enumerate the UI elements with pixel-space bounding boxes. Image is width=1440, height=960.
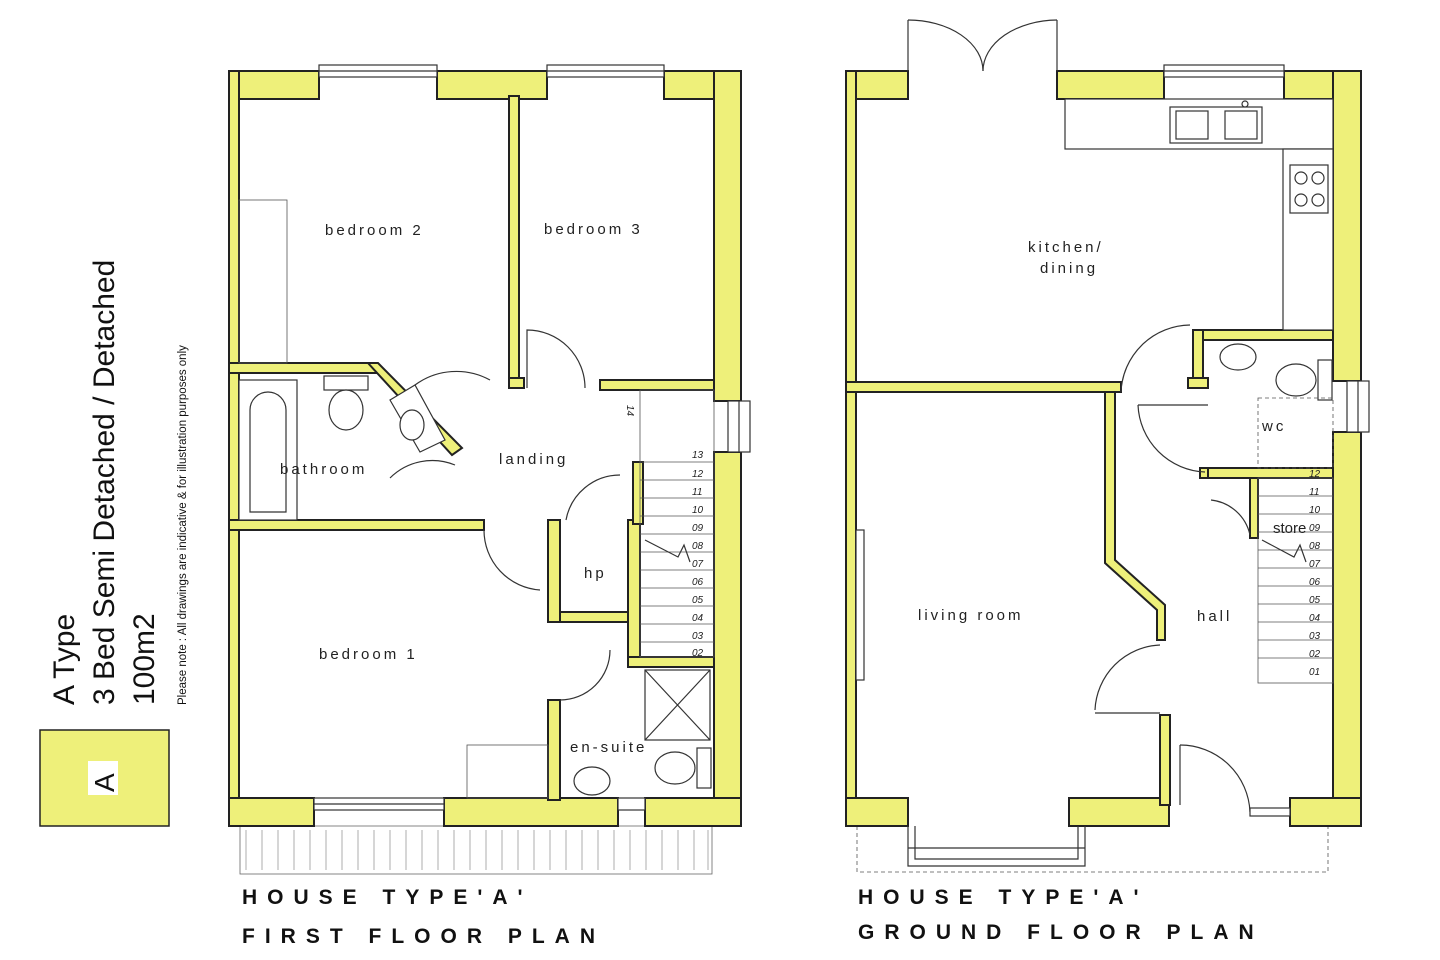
gf-kitchen-units (1064, 98, 1334, 331)
ff-balcony (239, 825, 713, 875)
ff-stair-number: 11 (692, 487, 702, 498)
label-landing: landing (499, 451, 568, 468)
label-bathroom: bathroom (280, 461, 367, 478)
ff-room-labels: bedroom 2 bedroom 3 bathroom landing hp … (280, 221, 647, 756)
label-wc: wc (1261, 418, 1286, 435)
gf-bay-window (907, 826, 1086, 867)
ff-stair-number: 02 (692, 648, 704, 659)
ff-stair-number: 09 (692, 523, 704, 534)
ff-stair-number: 07 (692, 559, 704, 570)
disclaimer-note: Please note : All drawings are indicativ… (177, 345, 189, 705)
gf-internal-walls (845, 329, 1334, 641)
ff-stair-number: 12 (692, 469, 704, 480)
label-bedroom-3: bedroom 3 (544, 221, 643, 238)
house-type-description: 3 Bed Semi Detached / Detached (88, 260, 121, 705)
gf-porch-outline (856, 826, 1329, 873)
ff-wardrobe-bedroom2 (238, 199, 288, 364)
label-kitchen-line-1: kitchen/ (1028, 239, 1104, 256)
label-living-room: living room (918, 607, 1024, 624)
ff-stair-number: 10 (692, 505, 704, 516)
ff-stair-numbers: 14 13 12 11 10 09 08 07 06 05 04 03 02 (624, 405, 704, 659)
ff-stair-number: 13 (692, 450, 704, 461)
type-badge-inner (88, 761, 118, 795)
label-hp: hp (584, 565, 607, 582)
gf-doors (1094, 324, 1291, 817)
gf-stair-number: 03 (1309, 631, 1321, 642)
ff-stair-number: 14 (624, 405, 635, 417)
gf-stair-number: 08 (1309, 541, 1321, 552)
gf-wc-fixtures (1219, 343, 1334, 469)
gf-stair-number: 06 (1309, 577, 1321, 588)
label-kitchen-line-2: dining (1040, 260, 1098, 277)
ff-title-line-1: HOUSE TYPE'A' (242, 886, 533, 909)
ff-stair-number: 05 (692, 595, 704, 606)
house-area: 100m2 (128, 613, 161, 705)
gf-windows (855, 64, 1370, 681)
house-type-title: A Type (48, 614, 81, 705)
label-en-suite: en-suite (570, 739, 647, 756)
ff-bathroom-fixtures (238, 375, 446, 521)
gf-staircase: 12 11 10 09 08 07 06 05 04 03 02 01 (1257, 469, 1334, 684)
ff-staircase: 14 13 12 11 10 09 08 07 06 05 04 03 02 (624, 389, 715, 659)
type-badge-letter: A (89, 773, 120, 792)
gf-room-labels: kitchen/ dining wc store living room hal… (918, 239, 1306, 625)
gf-stair-number: 10 (1309, 505, 1321, 516)
sidebar-info: A Type 3 Bed Semi Detached / Detached 10… (39, 260, 189, 827)
ff-internal-walls (228, 95, 715, 801)
gf-stair-number: 02 (1309, 649, 1321, 660)
gf-stair-number: 05 (1309, 595, 1321, 606)
ff-stair-number: 06 (692, 577, 704, 588)
label-bedroom-1: bedroom 1 (319, 646, 418, 663)
ff-balcony-hatch (245, 830, 709, 870)
ff-title-line-2: FIRST FLOOR PLAN (242, 925, 605, 948)
ff-stair-number: 04 (692, 613, 704, 624)
gf-stair-number: 04 (1309, 613, 1321, 624)
ff-ensuite-fixtures (573, 669, 712, 796)
ff-stair-number: 03 (692, 631, 704, 642)
label-bedroom-2: bedroom 2 (325, 222, 424, 239)
gf-stair-number: 09 (1309, 523, 1321, 534)
ff-windows (313, 64, 751, 811)
gf-stair-numbers: 12 11 10 09 08 07 06 05 04 03 02 01 (1309, 469, 1321, 678)
first-floor-plan: 14 13 12 11 10 09 08 07 06 05 04 03 02 b… (228, 64, 751, 948)
label-hall: hall (1197, 608, 1232, 625)
ff-wardrobe-bedroom1 (466, 744, 549, 799)
ff-doors (389, 329, 621, 701)
label-store: store (1273, 520, 1306, 537)
gf-stair-number: 07 (1309, 559, 1321, 570)
ff-stair-number: 08 (692, 541, 704, 552)
gf-stair-number: 01 (1309, 667, 1320, 678)
gf-title-line-1: HOUSE TYPE'A' (858, 886, 1149, 909)
gf-title-line-2: GROUND FLOOR PLAN (858, 921, 1264, 944)
gf-stair-number: 11 (1309, 487, 1319, 498)
gf-french-doors (907, 19, 1058, 72)
gf-stair-number: 12 (1309, 469, 1321, 480)
ground-floor-plan: 12 11 10 09 08 07 06 05 04 03 02 01 kitc… (845, 19, 1370, 944)
